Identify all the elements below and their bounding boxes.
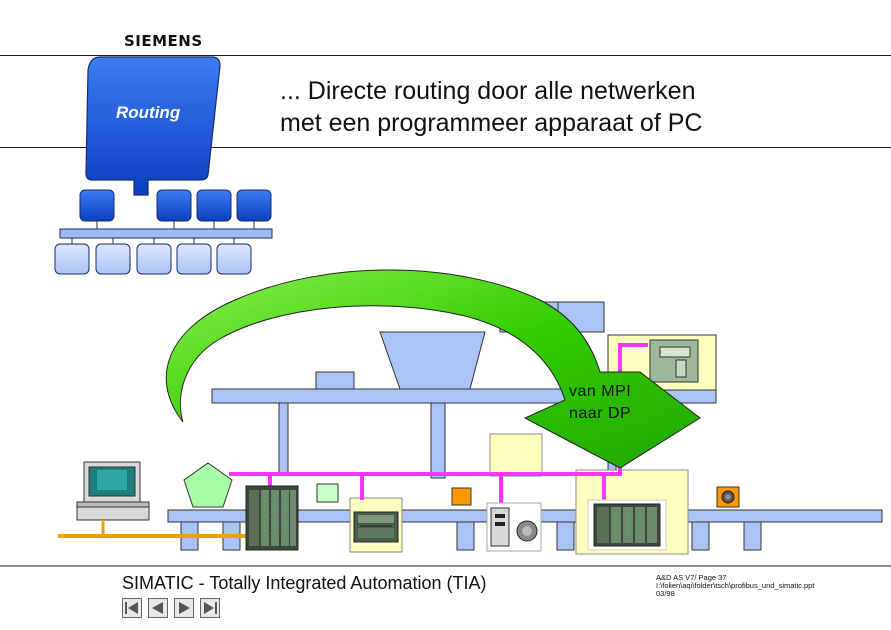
green-sensor [316,483,339,503]
footer-meta-line-2: I:\folien\aqi\folder\tsch\profibus_und_s… [656,581,815,590]
node-1 [79,189,115,222]
hopper [379,331,486,390]
sub-node-4 [176,243,212,275]
sub-node-3 [136,243,172,275]
network-bus [59,228,273,239]
routing-label: Routing [116,103,181,122]
siemens-logo: SIEMENS [124,32,203,50]
footer-meta-line-1: A&D AS V7/ Page 37 [656,573,727,582]
center-pillar [430,402,446,479]
sensor-box [315,371,355,391]
last-slide-icon[interactable] [200,598,220,618]
hmi-panel [649,339,699,383]
plc-rack-right [587,499,667,551]
orange-sensor [451,487,472,506]
drive-unit [486,502,542,552]
arrow-label: van MPI naar DP [569,381,631,425]
footer-meta: A&D AS V7/ Page 37 I:\folien\aqi\folder\… [656,574,814,598]
plc-rack-left [245,485,299,551]
routing-bubble [85,56,221,196]
sub-node-5 [216,243,252,275]
arrow-label-line-1: van MPI [569,383,632,400]
pentagon-sensor [183,462,233,508]
first-slide-icon[interactable] [122,598,142,618]
page-title: ... Directe routing door alle netwerken … [280,75,702,139]
sub-node-1 [54,243,90,275]
next-slide-icon[interactable] [174,598,194,618]
network-hierarchy-icon [54,56,273,275]
footer-meta-line-3: 03/98 [656,589,675,598]
footer-title: SIMATIC - Totally Integrated Automation … [122,573,487,593]
camera-sensor [716,486,740,508]
header-divider-bottom [0,147,891,148]
programming-device-icon [76,461,150,536]
cabinet-mid [489,433,543,477]
sub-node-2 [95,243,131,275]
node-2 [156,189,192,222]
node-3 [196,189,232,222]
title-line-2: met een programmeer apparaat of PC [280,109,703,137]
routing-arrow [165,269,701,469]
io-module [353,511,399,543]
previous-slide-icon[interactable] [148,598,168,618]
arrow-label-line-2: naar DP [569,405,632,422]
title-line-1: ... Directe routing door alle netwerken [280,77,696,105]
left-pillar [278,402,289,476]
node-4 [236,189,272,222]
header-divider-top [0,55,891,56]
